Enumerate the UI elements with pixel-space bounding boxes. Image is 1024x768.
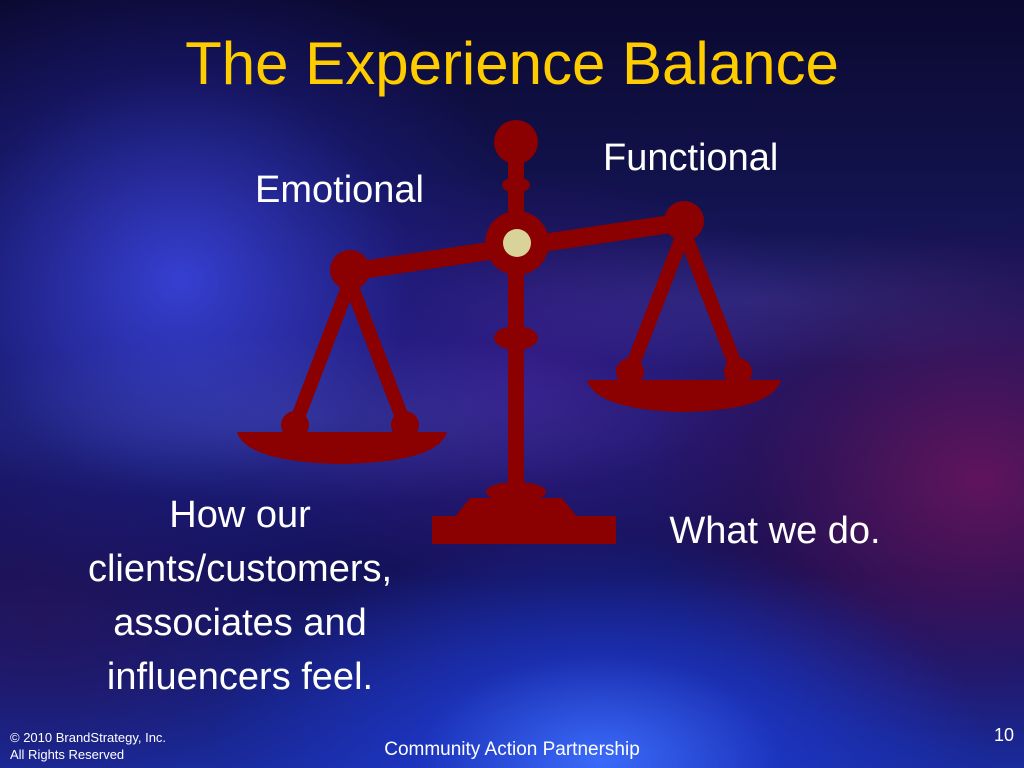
- footer-organization: Community Action Partnership: [384, 739, 640, 760]
- pivot-dot: [503, 229, 531, 257]
- slide-title: The Experience Balance: [185, 30, 839, 97]
- slide-number: 10: [993, 725, 1014, 745]
- rights-text: All Rights Reserved: [10, 747, 125, 762]
- copyright-text: © 2010 BrandStrategy, Inc.: [10, 730, 167, 745]
- emotional-caption: How our clients/customers, associates an…: [87, 494, 393, 698]
- emotional-label: Emotional: [255, 169, 424, 211]
- footer-copyright: © 2010 BrandStrategy, Inc. All Rights Re…: [10, 729, 166, 763]
- functional-label: Functional: [603, 137, 779, 179]
- functional-caption: What we do.: [669, 510, 881, 552]
